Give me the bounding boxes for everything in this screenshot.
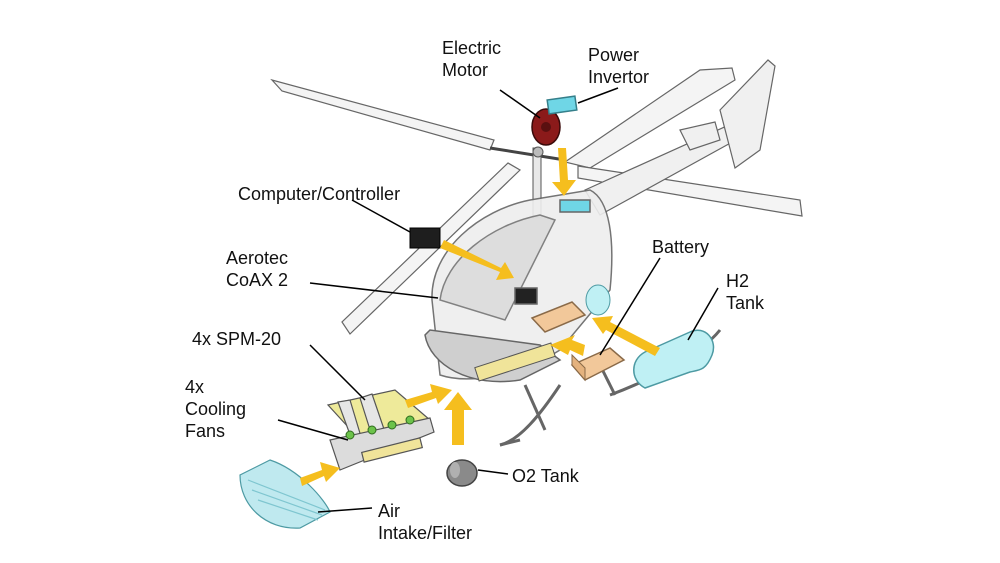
battery-part [570,347,626,382]
tail-boom [584,59,776,216]
battery-inside [530,301,587,333]
leader-o2 [477,469,509,475]
power-invertor-part [546,95,578,115]
leader-motor [499,89,541,119]
electric-motor-part [531,108,561,146]
arrow-battery [550,335,585,356]
leader-intake [317,507,373,513]
leader-controller [351,199,411,233]
cooling-fans-part [345,415,415,440]
label-power-invertor: Power Invertor [588,45,650,87]
arrow-spm20 [405,384,452,408]
label-o2-tank: O2 Tank [512,466,579,486]
label-aerotec-coax2: Aerotec CoAX 2 [226,248,289,290]
label-battery: Battery [652,237,710,257]
label-computer-controller: Computer/Controller [238,184,401,204]
air-intake-part [239,459,331,529]
fuselage-fan-strip [474,342,556,382]
label-electric-motor: Electric Motor [442,38,502,80]
flow-arrows [300,148,660,486]
arrow-o2 [444,392,472,445]
arrow-h2 [592,316,660,356]
label-h2-tank: H2 Tank [726,271,765,313]
h2-tank-inside [585,284,611,316]
o2-tank-part [446,459,478,487]
arrow-motor [552,148,576,196]
fuselage [424,189,613,383]
label-air-intake-filter: Air Intake/Filter [378,501,473,543]
arrow-intake [300,462,340,486]
label-cooling-fans: 4x Cooling Fans [185,377,247,441]
computer-controller-part [409,227,441,249]
leader-lines [277,87,719,513]
leader-aerotec [309,282,439,299]
leader-fans [277,419,349,441]
leader-battery [599,257,661,356]
h2-tank-part [633,329,715,389]
leader-invertor [577,87,619,104]
rotor-mast [532,146,544,219]
label-spm20: 4x SPM-20 [192,329,282,349]
spm20-module-part [326,389,435,471]
arrow-controller [440,240,514,280]
leader-spm20 [309,344,366,401]
leader-h2 [687,287,719,341]
